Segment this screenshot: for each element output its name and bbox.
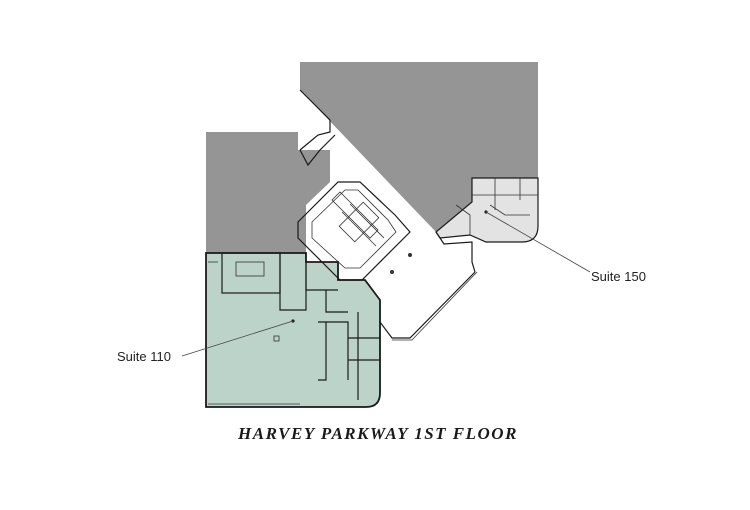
suite-110-leader [181,320,294,357]
suite-110-label: Suite 110 [117,349,171,364]
suite-150-leader [485,211,591,273]
building-core [297,89,478,341]
suite-110-partitions [208,252,380,405]
occupied-space-west [206,132,330,253]
suite-150-label: Suite 150 [591,269,646,284]
floor-plan-title: HARVEY PARKWAY 1ST FLOOR [237,424,518,443]
suite-110-area[interactable] [205,252,381,408]
occupied-space-northeast [275,62,538,232]
